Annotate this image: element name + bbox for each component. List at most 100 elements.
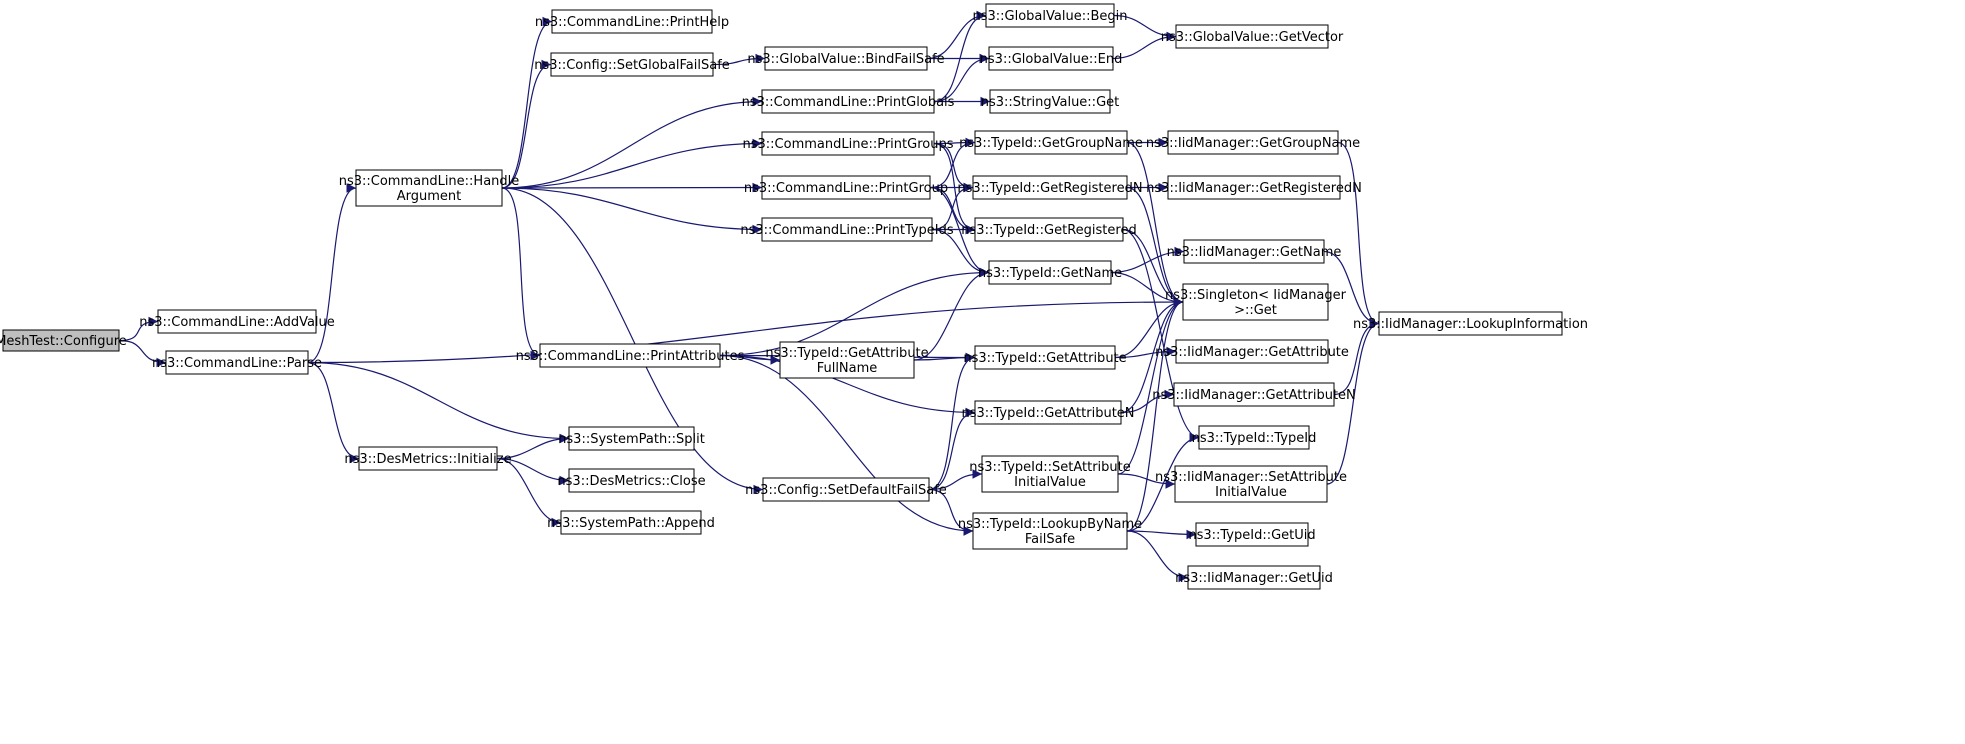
edge-printattrs-to-getname xyxy=(719,267,990,357)
node-printattrs[interactable]: ns3::CommandLine::PrintAttributes xyxy=(516,343,745,368)
node-layer: MeshTest::Configurens3::CommandLine::Add… xyxy=(0,3,1588,590)
node-gvgetvector[interactable]: ns3::GlobalValue::GetVector xyxy=(1161,24,1344,49)
node-iid_getname[interactable]: ns3::IidManager::GetName xyxy=(1167,239,1342,264)
node-box xyxy=(550,52,714,77)
node-label: ns3::CommandLine::AddValue xyxy=(139,315,335,330)
edge-setglobalfs-to-bindfs xyxy=(712,53,766,66)
node-getgroupname[interactable]: ns3::TypeId::GetGroupName xyxy=(959,130,1143,155)
node-box xyxy=(2,329,120,352)
edge-setdefaultfs-to-lookupfs xyxy=(928,488,974,536)
edge-printtypeids-to-getregn xyxy=(931,182,974,231)
node-getname[interactable]: ns3::TypeId::GetName xyxy=(978,260,1122,285)
edge-desinit-to-append xyxy=(496,457,562,528)
node-label: InitialValue xyxy=(1014,475,1086,490)
edge-getattr-to-iid_getattr xyxy=(1114,346,1177,359)
node-label: ns3::SystemPath::Split xyxy=(558,432,705,447)
node-iid_getgroupname[interactable]: ns3::IidManager::GetGroupName xyxy=(1146,130,1360,155)
node-iid_setattrinit[interactable]: ns3::IidManager::SetAttributeInitialValu… xyxy=(1155,465,1347,503)
node-typeid_ctor[interactable]: ns3::TypeId::TypeId xyxy=(1192,425,1317,450)
edge-handlearg-to-printgroup xyxy=(501,182,763,193)
node-getattrn[interactable]: ns3::TypeId::GetAttributeN xyxy=(961,400,1135,425)
node-setdefaultfs[interactable]: ns3::Config::SetDefaultFailSafe xyxy=(745,477,947,502)
node-parse[interactable]: ns3::CommandLine::Parse xyxy=(152,350,322,375)
node-box xyxy=(761,175,931,200)
node-append[interactable]: ns3::SystemPath::Append xyxy=(547,510,715,535)
edge-printattrs-to-getattrn xyxy=(719,354,976,418)
node-iid_getregn[interactable]: ns3::IidManager::GetRegisteredN xyxy=(1146,175,1362,200)
node-box xyxy=(1182,283,1329,321)
edge-getname-to-iid_getname xyxy=(1110,246,1185,274)
node-iid_getattrn[interactable]: ns3::IidManager::GetAttributeN xyxy=(1152,382,1356,407)
node-label: ns3::TypeId::GetRegistered xyxy=(961,223,1136,238)
node-iid_getattr[interactable]: ns3::IidManager::GetAttribute xyxy=(1155,339,1349,364)
edge-handlearg-to-printglobals xyxy=(501,96,763,189)
node-box xyxy=(761,217,933,242)
edge-desinit-to-split xyxy=(496,433,570,460)
edge-printglobals-to-gvbegin xyxy=(933,10,987,103)
edge-lookupfs-to-getuid xyxy=(1126,529,1197,540)
node-lookupinfo[interactable]: ns3::IidManager::LookupInformation xyxy=(1353,311,1588,336)
node-desclose[interactable]: ns3::DesMetrics::Close xyxy=(557,468,706,493)
node-printglobals[interactable]: ns3::CommandLine::PrintGlobals xyxy=(742,89,955,114)
edge-printattrs-to-lookupfs xyxy=(719,354,974,536)
node-label: ns3::GlobalValue::GetVector xyxy=(1161,30,1344,45)
node-label: ns3::DesMetrics::Initialize xyxy=(344,452,511,467)
node-addvalue[interactable]: ns3::CommandLine::AddValue xyxy=(139,309,335,334)
node-getreg[interactable]: ns3::TypeId::GetRegistered xyxy=(961,217,1137,242)
node-label: ns3::IidManager::LookupInformation xyxy=(1353,317,1588,332)
node-svget[interactable]: ns3::StringValue::Get xyxy=(981,89,1119,114)
node-getuid[interactable]: ns3::TypeId::GetUid xyxy=(1188,522,1316,547)
edge-printgroup-to-getgroupname xyxy=(929,137,976,189)
node-label: ns3::IidManager::GetName xyxy=(1167,245,1342,260)
node-label: ns3::SystemPath::Append xyxy=(547,516,715,531)
node-split[interactable]: ns3::SystemPath::Split xyxy=(558,426,705,451)
node-box xyxy=(1175,24,1329,49)
edge-lookupfs-to-typeid_ctor xyxy=(1126,432,1200,532)
node-printgroup[interactable]: ns3::CommandLine::PrintGroup xyxy=(744,175,948,200)
edge-getgroupname-to-singleton xyxy=(1126,141,1184,307)
node-printtypeids[interactable]: ns3::CommandLine::PrintTypeIds xyxy=(740,217,954,242)
edge-handlearg-to-printgroups xyxy=(501,138,763,189)
node-label: ns3::TypeId::GetAttribute xyxy=(963,351,1126,366)
edge-lookupfs-to-iid_getuid xyxy=(1126,530,1189,583)
node-gvend[interactable]: ns3::GlobalValue::End xyxy=(980,46,1123,71)
edge-root-to-addvalue xyxy=(118,316,159,342)
node-label: ns3::Config::SetGlobalFailSafe xyxy=(534,58,730,73)
node-box xyxy=(988,46,1114,71)
node-box xyxy=(762,477,930,502)
node-box xyxy=(560,510,702,535)
node-label: InitialValue xyxy=(1215,485,1287,500)
edge-setdefaultfs-to-getattr xyxy=(928,352,976,491)
node-iid_getuid[interactable]: ns3::IidManager::GetUid xyxy=(1175,565,1333,590)
node-box xyxy=(764,46,928,71)
node-setglobalfs[interactable]: ns3::Config::SetGlobalFailSafe xyxy=(534,52,730,77)
node-box xyxy=(974,217,1124,242)
node-box xyxy=(568,468,695,493)
node-getattr[interactable]: ns3::TypeId::GetAttribute xyxy=(963,345,1127,370)
node-label: ns3::IidManager::SetAttribute xyxy=(1155,470,1347,485)
edge-gvend-to-gvgetvector xyxy=(1112,31,1177,60)
node-box xyxy=(972,175,1128,200)
node-getregn[interactable]: ns3::TypeId::GetRegisteredN xyxy=(957,175,1143,200)
node-box xyxy=(974,345,1116,370)
node-printhelp[interactable]: ns3::CommandLine::PrintHelp xyxy=(535,9,729,34)
node-desinit[interactable]: ns3::DesMetrics::Initialize xyxy=(344,446,512,471)
node-bindfs[interactable]: ns3::GlobalValue::BindFailSafe xyxy=(747,46,945,71)
edge-handlearg-to-printtypeids xyxy=(501,187,763,235)
node-label: ns3::TypeId::LookupByName xyxy=(958,517,1142,532)
node-singleton[interactable]: ns3::Singleton< IidManager>::Get xyxy=(1165,283,1347,321)
node-label: Argument xyxy=(397,189,462,204)
node-label: ns3::TypeId::SetAttribute xyxy=(969,460,1131,475)
node-label: FullName xyxy=(817,361,878,376)
node-box xyxy=(1198,425,1310,450)
edge-printglobals-to-gvend xyxy=(933,53,990,103)
node-printgroups[interactable]: ns3::CommandLine::PrintGroups xyxy=(743,131,954,156)
node-gvbegin[interactable]: ns3::GlobalValue::Begin xyxy=(973,3,1128,28)
edge-handlearg-to-printhelp xyxy=(501,16,553,189)
node-label: ns3::IidManager::GetAttributeN xyxy=(1152,388,1356,403)
